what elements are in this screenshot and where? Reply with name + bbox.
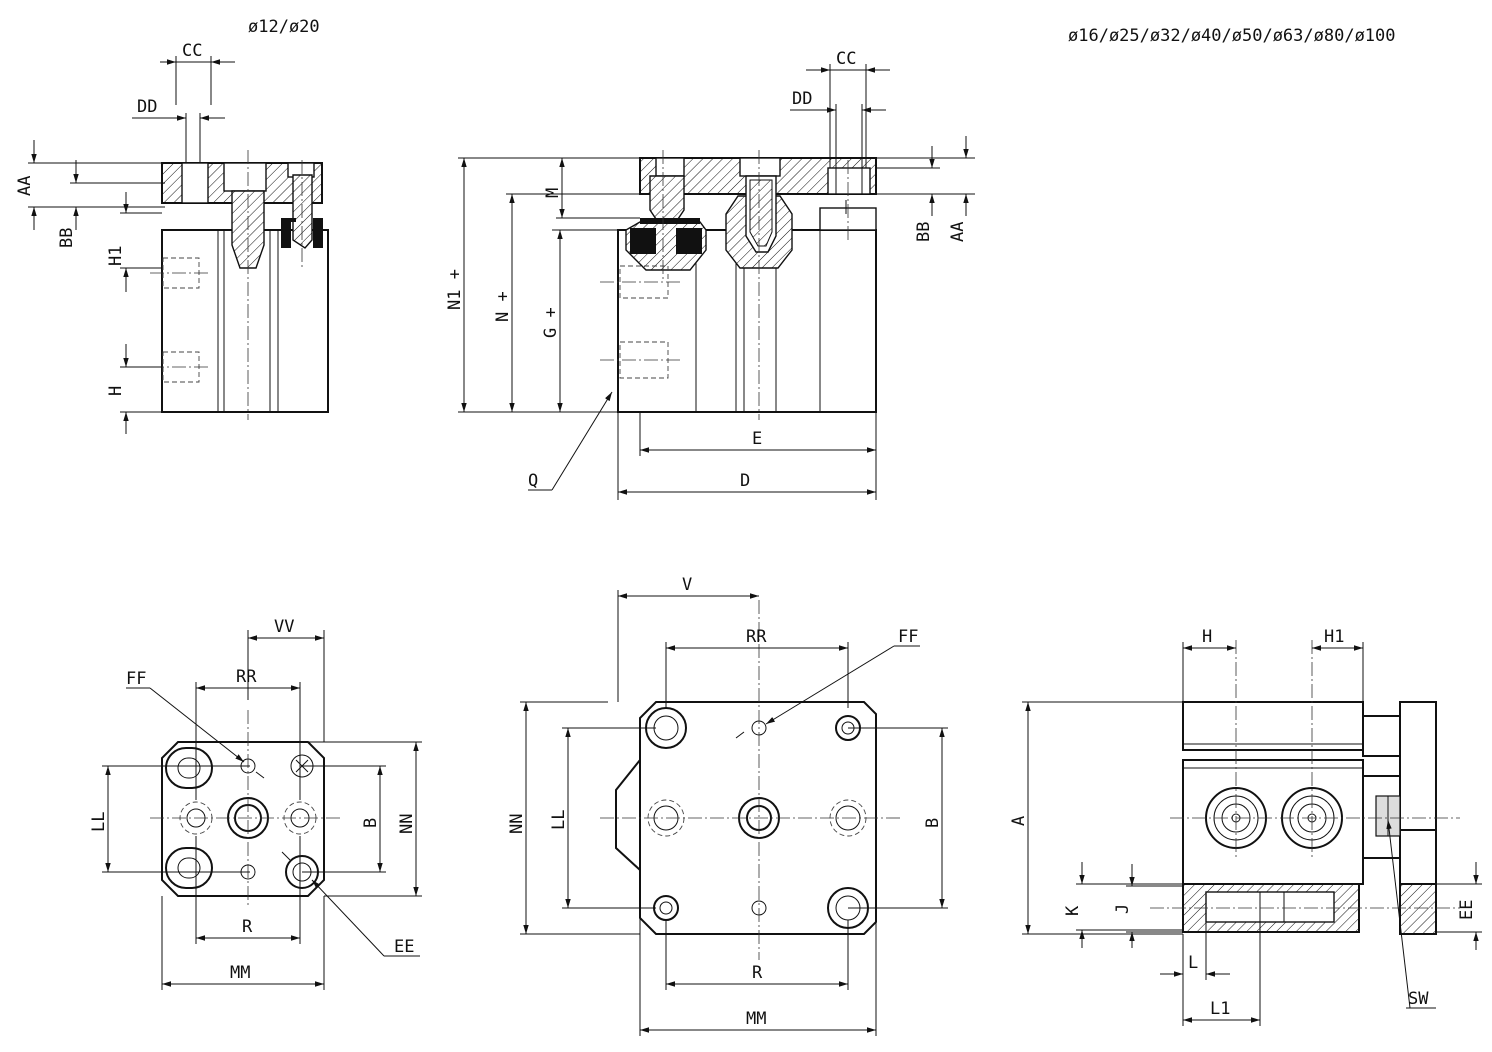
- label-h1-side: H1: [1324, 627, 1344, 647]
- label-n1: N1 +: [445, 269, 465, 310]
- label-mm-small: MM: [230, 963, 250, 983]
- label-rr-large: RR: [746, 627, 767, 647]
- label-r-small: R: [242, 917, 253, 937]
- seal: [281, 218, 291, 248]
- label-ee-small: EE: [394, 937, 414, 957]
- label-mm-large: MM: [746, 1009, 766, 1029]
- plate-outline-large: [639, 701, 877, 935]
- label-sw: SW: [1408, 989, 1429, 1009]
- label-h-side: H: [1202, 627, 1212, 647]
- label-g: G +: [541, 307, 561, 338]
- title-small-bores: ø12/ø20: [248, 17, 320, 37]
- label-ee-side: EE: [1457, 900, 1477, 920]
- end-plate: [1399, 701, 1437, 831]
- label-b-large: B: [923, 818, 943, 828]
- label-nn-small: NN: [397, 814, 417, 834]
- label-n: N +: [493, 291, 513, 322]
- label-m: M: [543, 188, 563, 198]
- label-ff-large: FF: [898, 627, 918, 647]
- label-h1-small: H1: [106, 246, 126, 266]
- label-r-large: R: [752, 963, 763, 983]
- view-large-section: CC DD BB AA M N1 + N + G + Q: [445, 49, 975, 500]
- label-a: A: [1009, 816, 1029, 826]
- label-dd-small: DD: [137, 97, 157, 117]
- plate-outline-small: [161, 741, 325, 897]
- view-large-top: V RR FF NN LL B R MM: [507, 575, 948, 1036]
- label-e: E: [752, 429, 762, 449]
- label-v: V: [682, 575, 692, 595]
- label-dd-large: DD: [792, 89, 812, 109]
- label-b-small: B: [361, 818, 381, 828]
- label-ll-large: LL: [549, 810, 569, 830]
- label-d: D: [740, 471, 750, 491]
- label-l1: L1: [1210, 999, 1230, 1019]
- view-small-top: LL B NN RR VV FF EE R: [89, 617, 422, 990]
- label-rr-small: RR: [236, 667, 257, 687]
- label-bb-small: BB: [57, 228, 77, 248]
- label-vv: VV: [274, 617, 294, 637]
- view-side: H H1 A K J EE L L1: [1009, 627, 1482, 1026]
- view-small-section: CC DD AA BB H1 H: [15, 41, 329, 434]
- label-j: J: [1113, 904, 1133, 914]
- label-k: K: [1063, 905, 1083, 916]
- body-middle: [1182, 759, 1364, 885]
- label-cc-large: CC: [836, 49, 856, 69]
- label-ll-small: LL: [89, 812, 109, 832]
- label-aa-small: AA: [15, 176, 35, 196]
- label-h-small: H: [106, 386, 126, 396]
- label-ff-small: FF: [126, 669, 146, 689]
- label-q: Q: [528, 471, 538, 491]
- label-nn-large: NN: [507, 814, 527, 834]
- label-l: L: [1188, 953, 1198, 973]
- title-large-bores: ø16/ø25/ø32/ø40/ø50/ø63/ø80/ø100: [1068, 26, 1396, 46]
- body-upper: [1182, 701, 1364, 751]
- label-aa-large: AA: [948, 222, 968, 242]
- label-bb-large: BB: [914, 222, 934, 242]
- label-cc-small: CC: [182, 41, 202, 61]
